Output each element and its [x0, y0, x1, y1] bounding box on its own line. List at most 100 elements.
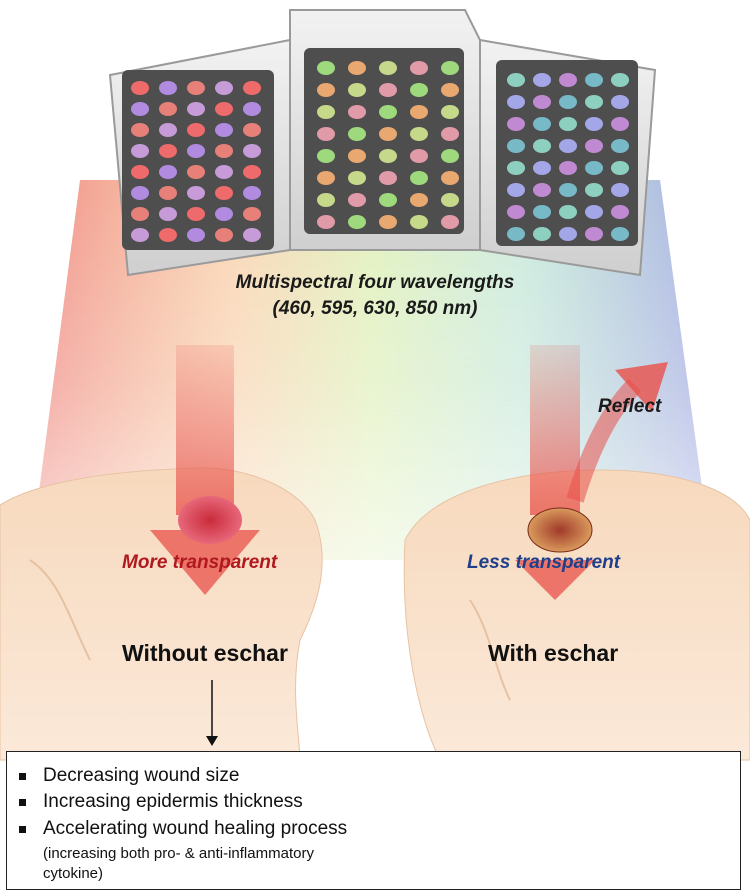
led-dot	[131, 144, 149, 158]
led-dot	[317, 83, 335, 97]
led-dot	[611, 139, 629, 153]
wound-left	[178, 496, 242, 544]
led-dot	[585, 227, 603, 241]
finding-note-line1: (increasing both pro- & anti-inflammator…	[43, 845, 314, 862]
finding-wound-size: Decreasing wound size	[43, 765, 240, 786]
led-dot	[243, 81, 261, 95]
led-dot	[159, 144, 177, 158]
led-dot	[441, 61, 459, 75]
skin-right	[403, 469, 750, 761]
led-dot	[187, 102, 205, 116]
led-dot	[348, 193, 366, 207]
led-dot	[243, 186, 261, 200]
led-dot	[611, 117, 629, 131]
led-dot	[348, 61, 366, 75]
led-dot	[533, 117, 551, 131]
led-dot	[348, 83, 366, 97]
led-dot	[215, 186, 233, 200]
led-dot	[533, 73, 551, 87]
led-dot	[159, 123, 177, 137]
led-dot	[159, 81, 177, 95]
led-dot	[441, 193, 459, 207]
led-dot	[187, 186, 205, 200]
led-dot	[507, 95, 525, 109]
led-dot	[379, 105, 397, 119]
led-dot	[379, 61, 397, 75]
led-dot	[348, 105, 366, 119]
wavelength-label-line1: Multispectral four wavelengths	[235, 272, 515, 293]
led-dot	[131, 228, 149, 242]
finding-epidermis: Increasing epidermis thickness	[43, 791, 303, 812]
led-dot	[131, 186, 149, 200]
led-dot	[533, 139, 551, 153]
led-dot	[317, 149, 335, 163]
led-dot	[410, 61, 428, 75]
led-dot	[187, 207, 205, 221]
finding-note-line2: cytokine)	[43, 865, 104, 882]
led-dot	[379, 149, 397, 163]
beam-left	[150, 345, 260, 595]
finding-healing: Accelerating wound healing process	[43, 818, 348, 839]
led-dot	[187, 144, 205, 158]
led-dot	[441, 127, 459, 141]
beam-right	[515, 345, 668, 600]
led-dot	[317, 105, 335, 119]
led-dot	[215, 81, 233, 95]
more-transparent-label: More transparent	[122, 552, 278, 573]
led-dot	[507, 183, 525, 197]
led-dot	[131, 102, 149, 116]
led-dot	[159, 228, 177, 242]
led-dot	[317, 61, 335, 75]
reflect-label: Reflect	[598, 396, 662, 417]
led-dot	[507, 227, 525, 241]
led-dot	[187, 123, 205, 137]
led-dot	[379, 171, 397, 185]
led-dot	[507, 139, 525, 153]
led-dot	[507, 117, 525, 131]
bullet-marker	[19, 773, 26, 780]
findings-box: Decreasing wound size Increasing epiderm…	[6, 751, 741, 890]
led-dot	[243, 207, 261, 221]
led-dot	[187, 165, 205, 179]
led-dot	[348, 215, 366, 229]
led-dot	[317, 127, 335, 141]
led-dot	[317, 171, 335, 185]
led-dot	[131, 81, 149, 95]
led-dot	[441, 83, 459, 97]
led-dot	[317, 215, 335, 229]
led-dot	[410, 105, 428, 119]
led-dot	[441, 171, 459, 185]
led-dot	[533, 205, 551, 219]
led-dot	[507, 161, 525, 175]
led-dot	[215, 165, 233, 179]
led-dot	[441, 215, 459, 229]
led-dot	[559, 205, 577, 219]
led-dot	[215, 102, 233, 116]
led-dot	[410, 83, 428, 97]
led-dot	[159, 102, 177, 116]
led-dot	[243, 144, 261, 158]
led-dot	[215, 123, 233, 137]
led-dot	[559, 139, 577, 153]
less-transparent-label: Less transparent	[467, 552, 621, 573]
led-dot	[243, 123, 261, 137]
led-dot	[559, 183, 577, 197]
led-dot	[533, 227, 551, 241]
led-dot	[533, 161, 551, 175]
led-dot	[379, 127, 397, 141]
led-dot	[441, 105, 459, 119]
led-dot	[585, 95, 603, 109]
led-dot	[131, 165, 149, 179]
wound-right	[527, 507, 593, 553]
led-dot	[585, 161, 603, 175]
led-dot	[348, 127, 366, 141]
bullet-marker	[19, 799, 26, 806]
led-dot	[410, 149, 428, 163]
led-dot	[611, 183, 629, 197]
led-dot	[187, 81, 205, 95]
led-dot	[533, 183, 551, 197]
wavelength-label-line2: (460, 595, 630, 850 nm)	[272, 298, 478, 319]
led-dot	[611, 161, 629, 175]
